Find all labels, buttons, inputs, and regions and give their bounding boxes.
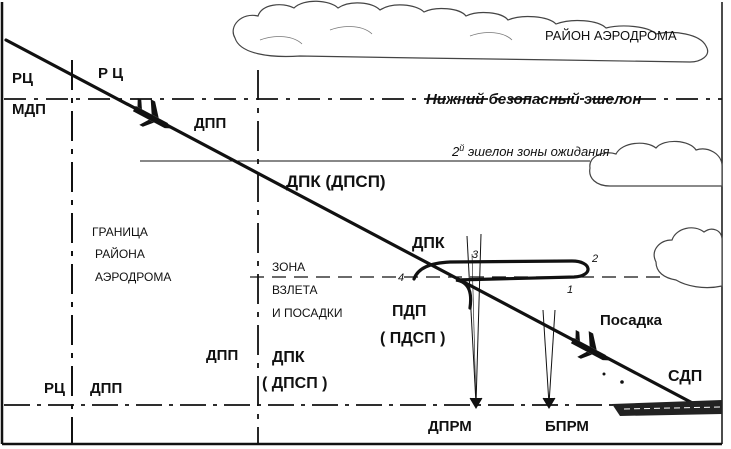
boundary-lines xyxy=(71,60,259,444)
label-zone-line-3: И ПОСАДКИ xyxy=(272,306,342,320)
label-dpk-near: ДПК xyxy=(412,235,445,252)
aircraft-landing-icon xyxy=(570,329,610,361)
label-point-4: 4 xyxy=(398,272,404,284)
cloud-right-upper xyxy=(589,140,723,187)
aircraft-descending-icon xyxy=(132,97,172,129)
label-mdp: МДП xyxy=(12,101,46,118)
label-dpk-dpsp-mid: ДПК (ДПСП) xyxy=(286,172,386,191)
runway xyxy=(602,372,722,416)
label-point-1: 1 xyxy=(567,284,573,296)
cloud-right-lower xyxy=(653,227,723,289)
label-rc-top-inner: Р Ц xyxy=(98,65,123,82)
label-district-area: РАЙОН АЭРОДРОМА xyxy=(545,28,677,43)
label-sdp: СДП xyxy=(668,368,702,385)
label-landing: Посадка xyxy=(600,312,663,329)
label-bprm: БПРМ xyxy=(545,418,589,435)
label-dpp-lowleft: ДПП xyxy=(90,380,122,397)
label-rc-low: РЦ xyxy=(44,380,65,397)
label-boundary-line-3: АЭРОДРОМА xyxy=(95,270,171,284)
label-dpp-top: ДПП xyxy=(194,115,226,132)
label-dpp-low: ДПП xyxy=(206,347,238,364)
label-point-2: 2 xyxy=(591,253,598,265)
cloud-top xyxy=(232,0,709,63)
label-lower-safe-level: Нижний безопасный эшелон xyxy=(426,91,641,108)
label-point-3: 3 xyxy=(472,249,479,261)
label-boundary-line-1: ГРАНИЦА xyxy=(92,225,148,239)
label-pdp: ПДП xyxy=(392,303,426,320)
label-dprm: ДПРМ xyxy=(428,418,472,435)
label-dpk-low: ДПК xyxy=(272,349,305,366)
label-zone-line-2: ВЗЛЕТА xyxy=(272,283,318,297)
label-rc-top: РЦ xyxy=(12,70,33,87)
marker-beam-bprm xyxy=(542,309,556,409)
label-boundary-line-2: РАЙОНА xyxy=(95,246,145,261)
label-second-level: 2й эшелон зоны ожидания xyxy=(451,143,610,159)
label-zone-line-1: ЗОНА xyxy=(272,260,305,274)
holding-pattern xyxy=(412,259,590,310)
diagram-frame xyxy=(0,2,723,446)
label-pdsp: ( ПДСП ) xyxy=(380,330,446,347)
label-dpsp-low: ( ДПСП ) xyxy=(262,375,328,392)
